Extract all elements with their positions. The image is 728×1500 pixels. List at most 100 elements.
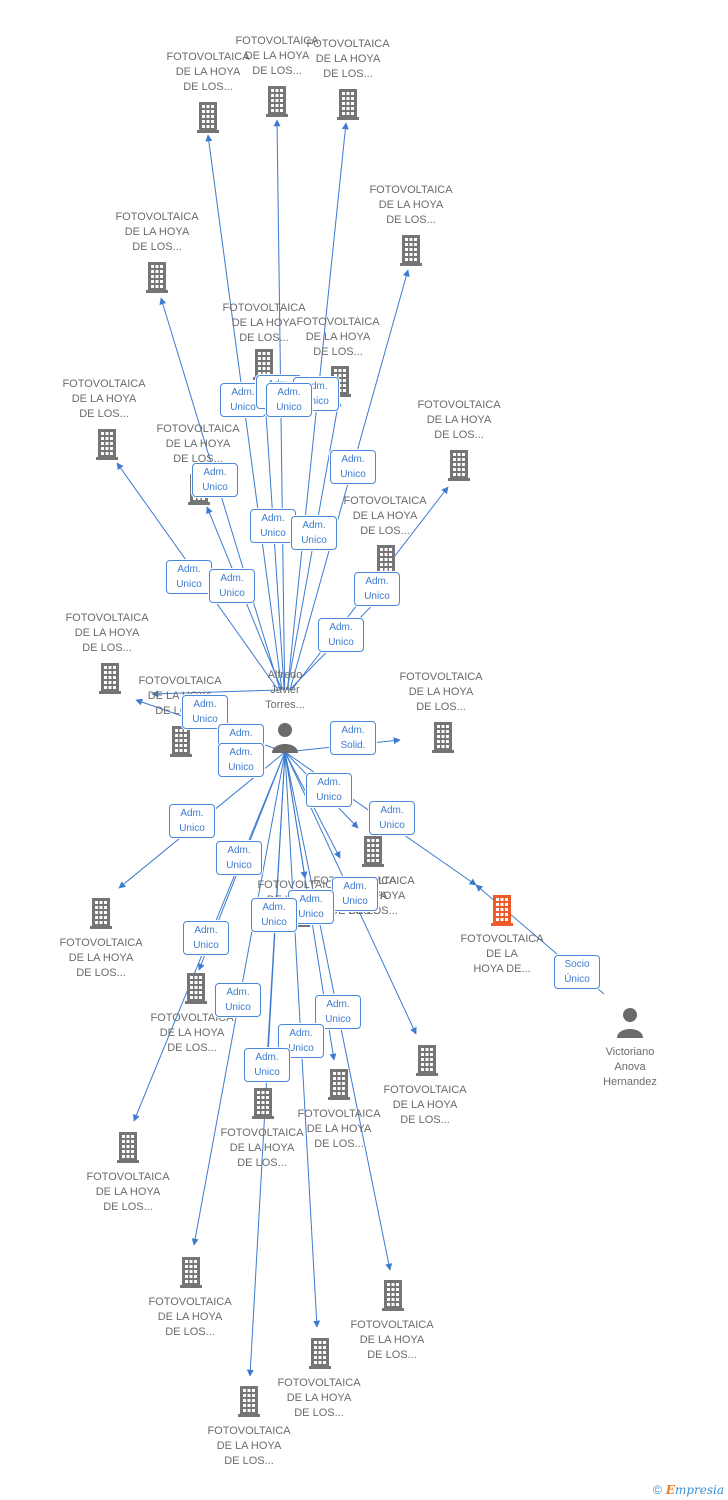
building-icon[interactable] xyxy=(321,1066,357,1102)
company-label: FOTOVOLTAICA DE LA HOYA DE LOS... xyxy=(306,38,390,80)
role-badge-c12[interactable]: Adm. Unico xyxy=(182,695,228,729)
company-label: FOTOVOLTAICA DE LA HOYA DE LOS... xyxy=(166,51,250,93)
company-node-c22[interactable]: FOTOVOLTAICA DE LA HOYA DE LOS... xyxy=(73,1170,183,1215)
role-badge-c24[interactable]: Adm. Unico xyxy=(332,877,378,911)
company-label: FOTOVOLTAICA DE LA HOYA DE LOS... xyxy=(417,399,501,441)
building-icon[interactable] xyxy=(368,542,404,578)
company-label: FOTOVOLTAICA DE LA HOYA DE LOS... xyxy=(86,1171,170,1213)
company-node-c20[interactable]: FOTOVOLTAICA DE LA HOYA DE LOS... xyxy=(284,1107,394,1152)
role-badge-c10[interactable]: Adm. Unico xyxy=(192,463,238,497)
role-badge-c15[interactable]: Adm. Unico xyxy=(306,773,352,807)
company-node-c16[interactable]: FOTOVOLTAICA DE LA HOYA DE... xyxy=(447,932,557,977)
company-node-c12[interactable]: FOTOVOLTAICA DE LA HOYA DE LOS... xyxy=(52,611,162,656)
company-label: FOTOVOLTAICA DE LA HOYA DE LOS... xyxy=(222,302,306,344)
company-node-c21[interactable]: FOTOVOLTAICA DE LA HOYA DE LOS... xyxy=(207,1126,317,1171)
company-node-c5[interactable]: FOTOVOLTAICA DE LA HOYA DE LOS... xyxy=(102,210,212,255)
edge-alfredo-c12 xyxy=(151,689,280,698)
company-node-c8[interactable]: FOTOVOLTAICA DE LA HOYA DE LOS... xyxy=(49,377,159,422)
company-label: FOTOVOLTAICA DE LA HOYA DE LOS... xyxy=(59,937,143,979)
role-badge-c11[interactable]: Adm. Unico xyxy=(318,618,364,652)
role-badge-c16[interactable]: Adm. Unico xyxy=(369,801,415,835)
role-badge-c5[interactable]: Adm. Unico xyxy=(166,560,212,594)
building-icon[interactable] xyxy=(231,1383,267,1419)
company-node-c11[interactable]: FOTOVOLTAICA DE LA HOYA DE LOS... xyxy=(330,494,440,539)
company-node-c26[interactable]: FOTOVOLTAICA DE LA HOYA DE LOS... xyxy=(194,1424,304,1469)
building-icon[interactable] xyxy=(409,1042,445,1078)
role-badge-c28[interactable]: Adm. Unico xyxy=(218,743,264,777)
company-node-c19[interactable]: FOTOVOLTAICA DE LA HOYA DE LOS... xyxy=(370,1083,480,1128)
company-label: FOTOVOLTAICA DE LA HOYA DE... xyxy=(460,933,544,975)
company-label: FOTOVOLTAICA DE LA HOYA DE LOS... xyxy=(65,612,149,654)
building-icon[interactable] xyxy=(89,426,125,462)
company-node-c14[interactable]: FOTOVOLTAICA DE LA HOYA DE LOS... xyxy=(386,670,496,715)
building-icon[interactable] xyxy=(393,232,429,268)
building-icon[interactable] xyxy=(259,83,295,119)
brand-initial: E xyxy=(665,1483,675,1497)
role-badge-c4[interactable]: Adm. Unico xyxy=(330,450,376,484)
role-badge-c20[interactable]: Adm. Unico xyxy=(278,1024,324,1058)
building-icon[interactable] xyxy=(245,1085,281,1121)
role-badge-c21[interactable]: Adm. Unico xyxy=(244,1048,290,1082)
copyright-icon: © xyxy=(652,1483,662,1497)
role-badge-c8[interactable]: Adm. Unico xyxy=(209,569,255,603)
building-icon[interactable] xyxy=(302,1335,338,1371)
company-label: FOTOVOLTAICA DE LA HOYA DE LOS... xyxy=(296,316,380,358)
company-label: FOTOVOLTAICA DE LA HOYA DE LOS... xyxy=(277,1377,361,1419)
company-node-c17[interactable]: FOTOVOLTAICA DE LA HOYA DE LOS... xyxy=(46,936,156,981)
person-node-alfredo[interactable]: Alfredo Javier Torres... xyxy=(230,668,340,713)
building-icon[interactable] xyxy=(83,895,119,931)
brand-name: mpresia xyxy=(674,1483,724,1497)
role-badge-c9[interactable]: Adm. Unico xyxy=(354,572,400,606)
role-badge-c17[interactable]: Adm. Unico xyxy=(169,804,215,838)
company-node-c18[interactable]: FOTOVOLTAICA DE LA HOYA DE LOS... xyxy=(137,1011,247,1056)
building-icon[interactable] xyxy=(178,970,214,1006)
role-badge-c3[interactable]: Adm. Unico xyxy=(293,377,339,411)
building-icon[interactable] xyxy=(110,1129,146,1165)
role-badge-c23[interactable]: Adm. Unico xyxy=(215,983,261,1017)
building-icon[interactable] xyxy=(355,833,391,869)
role-badge-c27[interactable]: Adm. Unico xyxy=(266,383,312,417)
role-badge-c18[interactable]: Adm. Unico xyxy=(183,921,229,955)
company-node-c24[interactable]: FOTOVOLTAICA DE LA HOYA DE LOS... xyxy=(337,1318,447,1363)
building-icon[interactable] xyxy=(330,86,366,122)
building-icon[interactable] xyxy=(375,1277,411,1313)
company-label: FOTOVOLTAICA DE LA HOYA DE LOS... xyxy=(207,1425,291,1467)
role-badge-c26[interactable]: Adm. Unico xyxy=(251,898,297,932)
company-node-c2[interactable]: FOTOVOLTAICA DE LA HOYA DE LOS... xyxy=(222,34,332,79)
company-label: FOTOVOLTAICA DE LA HOYA DE LOS... xyxy=(350,1319,434,1361)
building-icon[interactable] xyxy=(163,723,199,759)
company-label: FOTOVOLTAICA DE LA HOYA DE LOS... xyxy=(297,1108,381,1150)
person-node-victoriano[interactable]: Victoriano Anova Hernandez xyxy=(575,1045,685,1090)
role-badge-c22[interactable]: Adm. Unico xyxy=(216,841,262,875)
company-node-c6[interactable]: FOTOVOLTAICA DE LA HOYA DE LOS... xyxy=(209,301,319,346)
building-icon[interactable] xyxy=(425,719,461,755)
building-icon[interactable] xyxy=(190,99,226,135)
role-badge-c16[interactable]: Socio Único xyxy=(554,955,600,989)
person-icon[interactable] xyxy=(267,719,303,755)
role-badge-c19[interactable]: Adm. Unico xyxy=(315,995,361,1029)
company-label: FOTOVOLTAICA DE LA HOYA DE LOS... xyxy=(156,423,240,465)
building-icon[interactable] xyxy=(173,1254,209,1290)
company-label: FOTOVOLTAICA DE LA HOYA DE LOS... xyxy=(399,671,483,713)
building-icon[interactable] xyxy=(441,447,477,483)
company-node-c10[interactable]: FOTOVOLTAICA DE LA HOYA DE LOS... xyxy=(143,422,253,467)
company-label: FOTOVOLTAICA DE LA HOYA DE LOS... xyxy=(235,35,319,77)
company-node-c25[interactable]: FOTOVOLTAICA DE LA HOYA DE LOS... xyxy=(264,1376,374,1421)
company-node-c23[interactable]: FOTOVOLTAICA DE LA HOYA DE LOS... xyxy=(135,1295,245,1340)
company-node-c1[interactable]: FOTOVOLTAICA DE LA HOYA DE LOS... xyxy=(153,50,263,95)
company-node-c7[interactable]: FOTOVOLTAICA DE LA HOYA DE LOS... xyxy=(283,315,393,360)
company-label: FOTOVOLTAICA DE LA HOYA DE LOS... xyxy=(369,184,453,226)
role-badge-c6[interactable]: Adm. Unico xyxy=(250,509,296,543)
company-label: FOTOVOLTAICA DE LA HOYA DE LOS... xyxy=(220,1127,304,1169)
company-node-c9[interactable]: FOTOVOLTAICA DE LA HOYA DE LOS... xyxy=(404,398,514,443)
person-icon[interactable] xyxy=(612,1004,648,1040)
building-icon[interactable] xyxy=(139,259,175,295)
building-icon-highlighted[interactable] xyxy=(484,892,520,928)
role-badge-c14[interactable]: Adm. Solid. xyxy=(330,721,376,755)
company-node-c3[interactable]: FOTOVOLTAICA DE LA HOYA DE LOS... xyxy=(293,37,403,82)
building-icon[interactable] xyxy=(92,660,128,696)
empresia-brand[interactable]: ©Empresia xyxy=(653,1483,724,1497)
role-badge-c7[interactable]: Adm. Unico xyxy=(291,516,337,550)
company-node-c4[interactable]: FOTOVOLTAICA DE LA HOYA DE LOS... xyxy=(356,183,466,228)
